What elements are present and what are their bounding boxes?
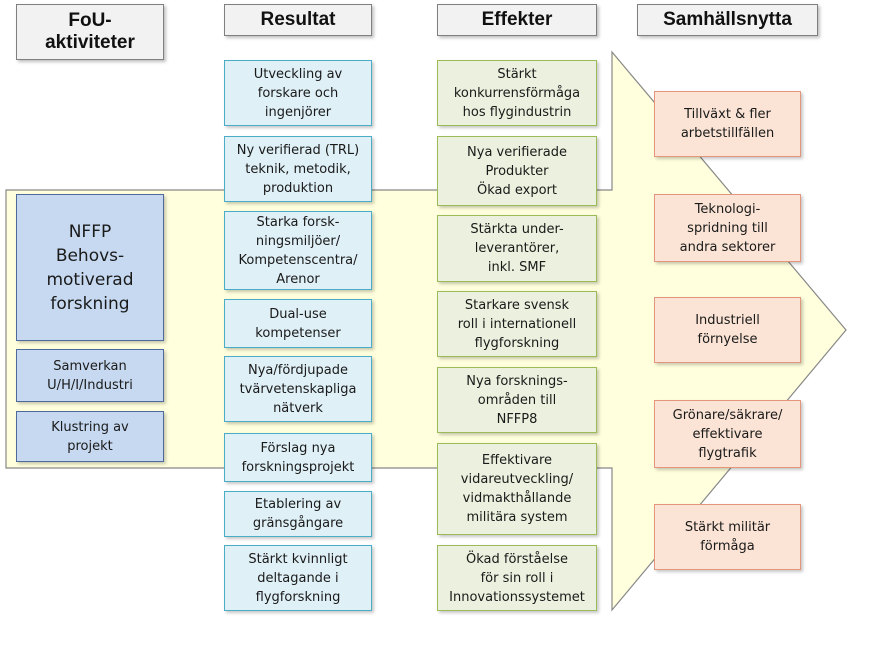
effect-box: Stärkt konkurrensförmåga hos flygindustr… <box>437 60 597 126</box>
activity-klustring: Klustring av projekt <box>16 411 164 462</box>
societal-benefit-box: Stärkt militär förmåga <box>654 504 801 570</box>
societal-benefit-box: Grönare/säkrare/ effektivare flygtrafik <box>654 400 801 468</box>
effect-box: Starkare svensk roll i internationell fl… <box>437 291 597 357</box>
result-box: Förslag nya forskningsprojekt <box>224 433 372 482</box>
societal-benefit-box: Industriell förnyelse <box>654 297 801 363</box>
result-box: Stärkt kvinnligt deltagande i flygforskn… <box>224 545 372 611</box>
header-resultat: Resultat <box>224 4 372 36</box>
result-box: Nya/fördjupade tvärvetenskapliga nätverk <box>224 356 372 422</box>
activity-nffp: NFFP Behovs- motiverad forskning <box>16 194 164 341</box>
effect-box: Nya forsknings- områden till NFFP8 <box>437 367 597 433</box>
header-samhallsnytta: Samhällsnytta <box>637 4 818 36</box>
societal-benefit-box: Teknologi- spridning till andra sektorer <box>654 194 801 262</box>
result-box: Dual-use kompetenser <box>224 299 372 348</box>
activity-samverkan: Samverkan U/H/I/Industri <box>16 349 164 402</box>
result-box: Ny verifierad (TRL) teknik, metodik, pro… <box>224 136 372 202</box>
societal-benefit-box: Tillväxt & fler arbetstillfällen <box>654 91 801 157</box>
header-fou: FoU- aktiviteter <box>16 4 164 60</box>
effect-box: Stärkta under- leverantörer, inkl. SMF <box>437 215 597 282</box>
flow-arrow-shape <box>5 50 847 612</box>
effect-box: Effektivare vidareutveckling/ vidmakthål… <box>437 443 597 535</box>
effect-box: Ökad förståelse för sin roll i Innovatio… <box>437 545 597 611</box>
result-box: Etablering av gränsgångare <box>224 491 372 537</box>
header-effekter: Effekter <box>437 4 597 36</box>
result-box: Utveckling av forskare och ingenjörer <box>224 60 372 126</box>
result-box: Starka forsk- ningsmiljöer/ Kompetenscen… <box>224 211 372 290</box>
effect-box: Nya verifierade Produkter Ökad export <box>437 136 597 206</box>
